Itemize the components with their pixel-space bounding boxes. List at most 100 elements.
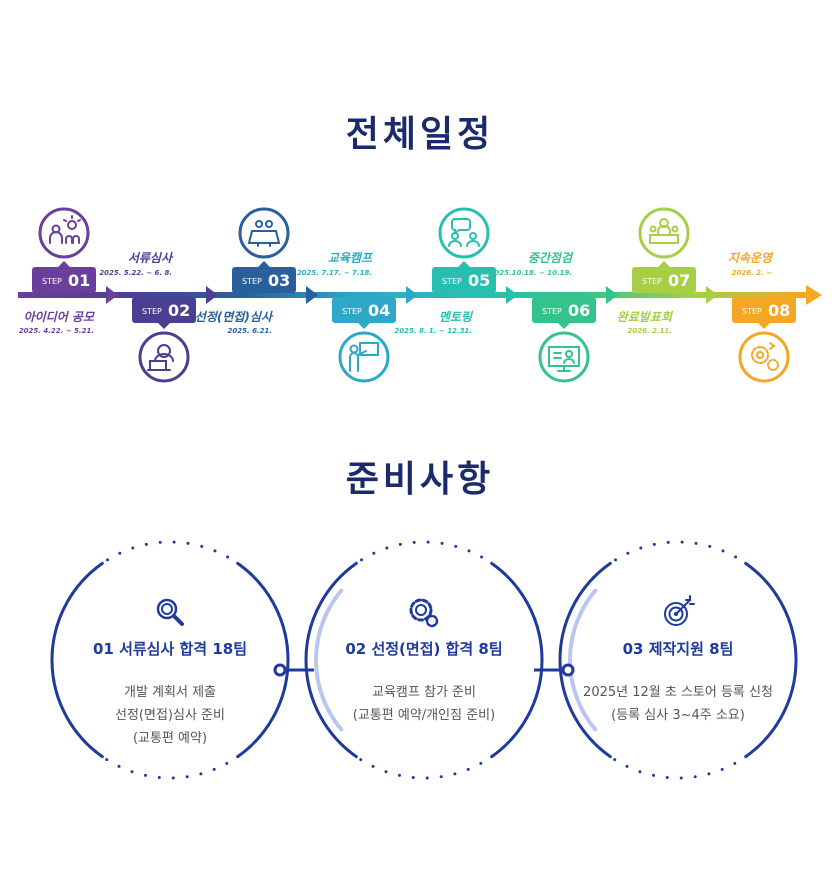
left-arc [558,561,612,759]
step-chevron [406,286,418,304]
step-icon-ring [338,331,390,383]
step-badge-pointer [658,261,670,267]
step-name: 완료발표회 [617,310,674,324]
mentoring-icon [448,218,480,247]
step-chevron [106,286,118,304]
prep-item-title: 01 서류심사 합격 18팀 [93,640,247,658]
step-number: 03 [268,271,290,290]
prep-item-line: 2025년 12월 초 스토어 등록 신청 [583,685,773,700]
magnifier-icon [156,598,184,626]
inner-soft-arc [568,588,598,732]
step-number: 01 [68,271,90,290]
inner-soft-arc [314,588,344,732]
step-name: 지속운영 [728,251,774,265]
step-date: 2025. 5.22. ~ 6. 8. [99,269,172,277]
step-name: 중간점검 [528,251,574,265]
step-date: 2025.10.18. ~ 10.19. [490,269,572,277]
step-08: STEP 08 지속운영 2026. 2. ~ [728,251,818,383]
interview-icon [247,220,281,247]
schedule-title: 전체일정 [345,114,495,155]
step-date: 2026. 2. ~ [732,269,773,277]
step-prefix: STEP [242,277,262,286]
prep-item-line: 교육캠프 참가 준비 [372,685,476,700]
step-name: 선정(면접)심사 [195,310,274,324]
prep-item-title: 03 제작지원 8팀 [623,640,734,658]
step-name: 교육캠프 [328,251,374,265]
step-number: 04 [368,301,390,320]
step-04: STEP 04 교육캠프 2025. 7.17. ~ 7.18. [297,251,418,383]
step-date: 2025. 8. 1. ~ 12.31. [394,327,472,335]
connector-node [273,663,287,677]
step-badge-pointer [558,323,570,329]
step-chevron [206,286,218,304]
step-05: STEP 05 멘토링 2025. 8. 1. ~ 12.31. [394,207,518,335]
step-date: 2026. 2.11. [627,327,672,335]
step-badge-pointer [358,323,370,329]
step-prefix: STEP [342,307,362,316]
step-badge-pointer [158,323,170,329]
lecture-icon [349,342,379,372]
left-arc [304,561,358,759]
monitor-check-icon [548,346,580,372]
step-badge [332,297,396,323]
step-badge [532,297,596,323]
prep-item-line: (교통편 예약/개인짐 준비) [353,708,495,723]
target-icon [664,595,695,626]
step-date: 2025. 4.22. ~ 5.21. [19,327,94,335]
prep-item-title: 02 선정(면접) 합격 8팀 [345,640,502,658]
step-name: 아이디어 공모 [24,310,95,324]
idea-presentation-icon [49,215,81,244]
connector-node [561,663,575,677]
step-prefix: STEP [442,277,462,286]
step-badge-pointer [58,261,70,267]
step-number: 05 [468,271,490,290]
step-badge [132,297,196,323]
step-number: 08 [768,301,790,320]
step-icon-ring [38,207,90,259]
left-arc [50,561,104,759]
step-badge-pointer [758,323,770,329]
preparation-title: 준비사항 [345,459,495,500]
step-icon-ring [538,331,590,383]
step-name: 서류심사 [128,251,174,265]
gears-operation-icon [751,342,779,371]
step-prefix: STEP [642,277,662,286]
document-review-icon [147,344,174,371]
prep-item-3: 03 제작지원 8팀 2025년 12월 초 스토어 등록 신청 (등록 심사 3~… [558,540,798,780]
step-01: STEP 01 아이디어 공모 2025. 4.22. ~ 5.21. [19,207,118,335]
step-prefix: STEP [542,307,562,316]
step-prefix: STEP [42,277,62,286]
step-number: 07 [668,271,690,290]
step-prefix: STEP [142,307,162,316]
step-date: 2025. 7.17. ~ 7.18. [297,269,372,277]
step-badge-pointer [258,261,270,267]
step-icon-ring [438,207,490,259]
step-name: 멘토링 [439,310,474,324]
step-date: 2025. 6.21. [227,327,272,335]
prep-item-line: (등록 심사 3~4주 소요) [611,708,745,723]
step-badge [732,297,796,323]
step-03: STEP 03 선정(면접)심사 2025. 6.21. [195,207,318,335]
right-arc [236,561,290,759]
step-icon-ring [238,207,290,259]
step-chevron [706,286,718,304]
step-icon-ring [638,207,690,259]
step-chevron [306,286,318,304]
gear-icon [409,598,439,628]
step-badge [232,267,296,293]
right-arc [744,561,798,759]
step-badge [632,267,696,293]
step-icon-ring [738,331,790,383]
right-arc [490,561,544,759]
step-badge [432,267,496,293]
prep-item-line: (교통편 예약) [133,731,207,746]
step-chevron [806,286,818,304]
step-badge-pointer [458,261,470,267]
step-number: 02 [168,301,190,320]
step-prefix: STEP [742,307,762,316]
step-number: 06 [568,301,590,320]
step-07: STEP 07 완료발표회 2026. 2.11. [617,207,718,335]
